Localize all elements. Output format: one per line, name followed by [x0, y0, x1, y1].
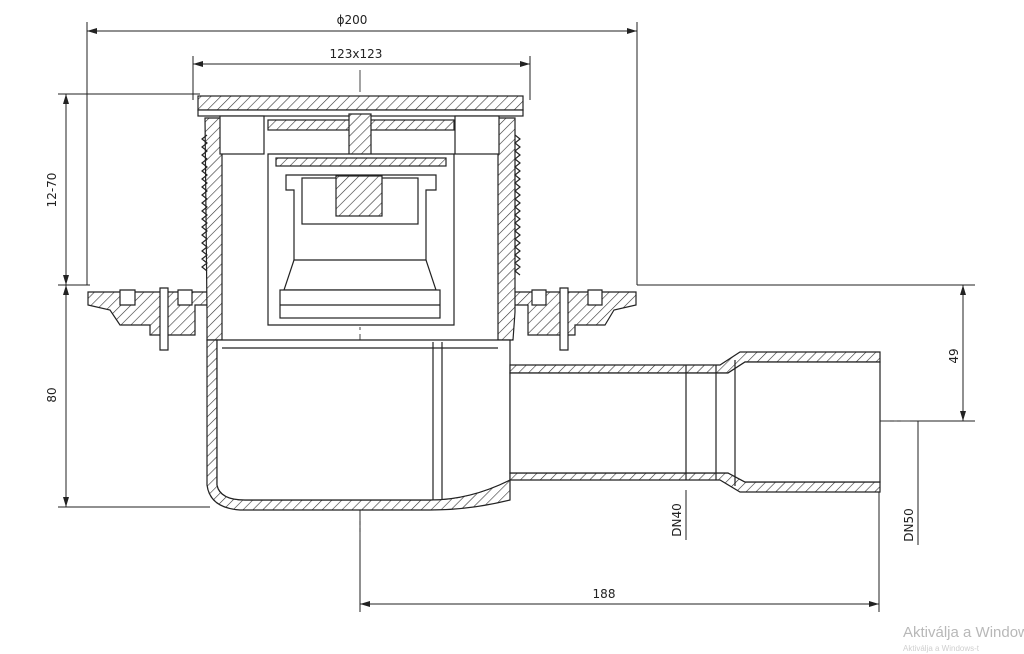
dim-outlet-length: 188	[593, 587, 616, 601]
windows-activation-watermark-sub: Aktiválja a Windows-t	[903, 644, 980, 653]
dim-body-height: 80	[45, 387, 59, 402]
dim-outer-diameter: ϕ200	[337, 13, 368, 27]
windows-activation-watermark: Aktiválja a Windows	[903, 624, 1024, 641]
dimension-arrows	[63, 28, 966, 607]
flange-left	[87, 287, 213, 351]
dim-height-adjust: 12-70	[45, 173, 59, 208]
dim-dn-small: DN40	[670, 503, 684, 537]
grate	[197, 95, 524, 175]
drain-body	[206, 339, 511, 511]
flange-right	[507, 287, 637, 351]
dim-outlet-center: 49	[947, 348, 961, 363]
dim-grate-size: 123x123	[330, 47, 383, 61]
dimension-lines	[58, 22, 975, 612]
riser-body	[201, 117, 521, 341]
dim-dn-large: DN50	[902, 508, 916, 542]
odour-trap	[267, 153, 455, 326]
outlet-pipe	[509, 351, 881, 493]
